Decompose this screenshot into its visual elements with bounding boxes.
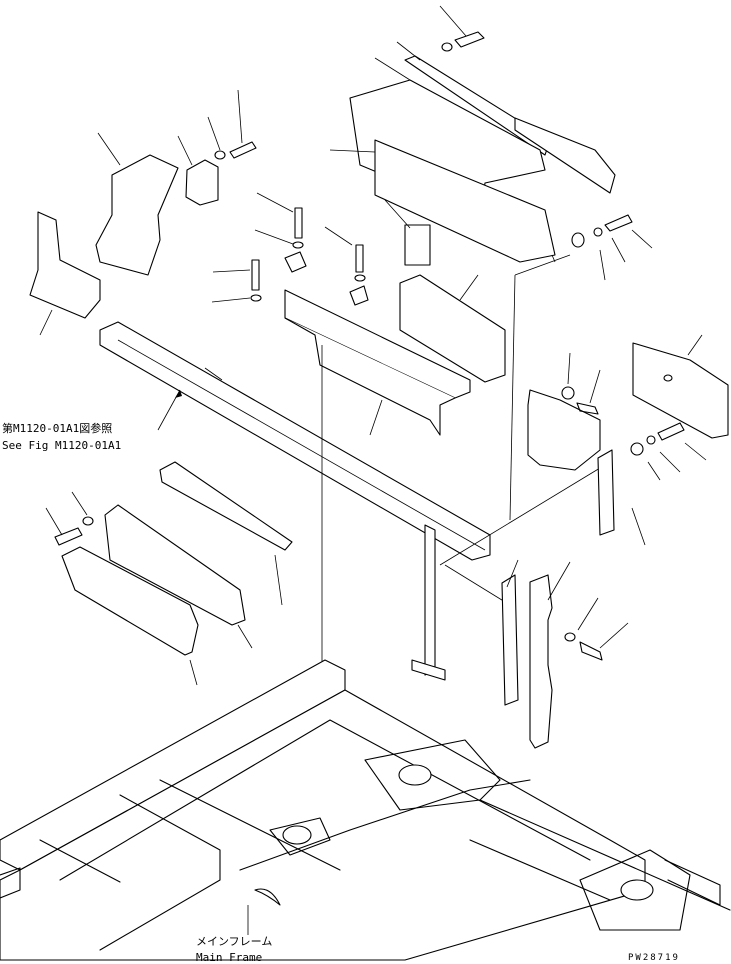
reference-note-jp: 第M1120-01A1図参照 (2, 421, 112, 435)
cover-plate-large (329, 79, 556, 263)
strap-right (597, 422, 707, 546)
vertical-posts-right (501, 559, 629, 749)
drawing-code: PW28719 (628, 953, 680, 963)
reference-note: 第M1120-01A1図参照 See Fig M1120-01A1 (2, 389, 182, 452)
bracket-right (527, 352, 601, 471)
side-panel-right (632, 334, 729, 439)
bracket-upper-left (95, 89, 257, 276)
plates-lower-left (45, 461, 293, 686)
main-frame-label: メインフレーム Main Frame (196, 905, 272, 964)
bolt-top-right (439, 5, 485, 52)
reference-note-en: See Fig M1120-01A1 (2, 439, 121, 452)
cross-beam (99, 321, 491, 681)
bolt-washer-right (571, 214, 653, 281)
support-bracket-center (284, 289, 471, 436)
main-frame-label-jp: メインフレーム (196, 935, 272, 948)
main-frame (0, 659, 731, 961)
side-cover-left (29, 211, 101, 336)
cover-plate-upper-right (374, 41, 616, 194)
main-frame-label-en: Main Frame (196, 951, 262, 964)
insulation-pad (384, 199, 506, 383)
bolts-center (211, 192, 369, 306)
